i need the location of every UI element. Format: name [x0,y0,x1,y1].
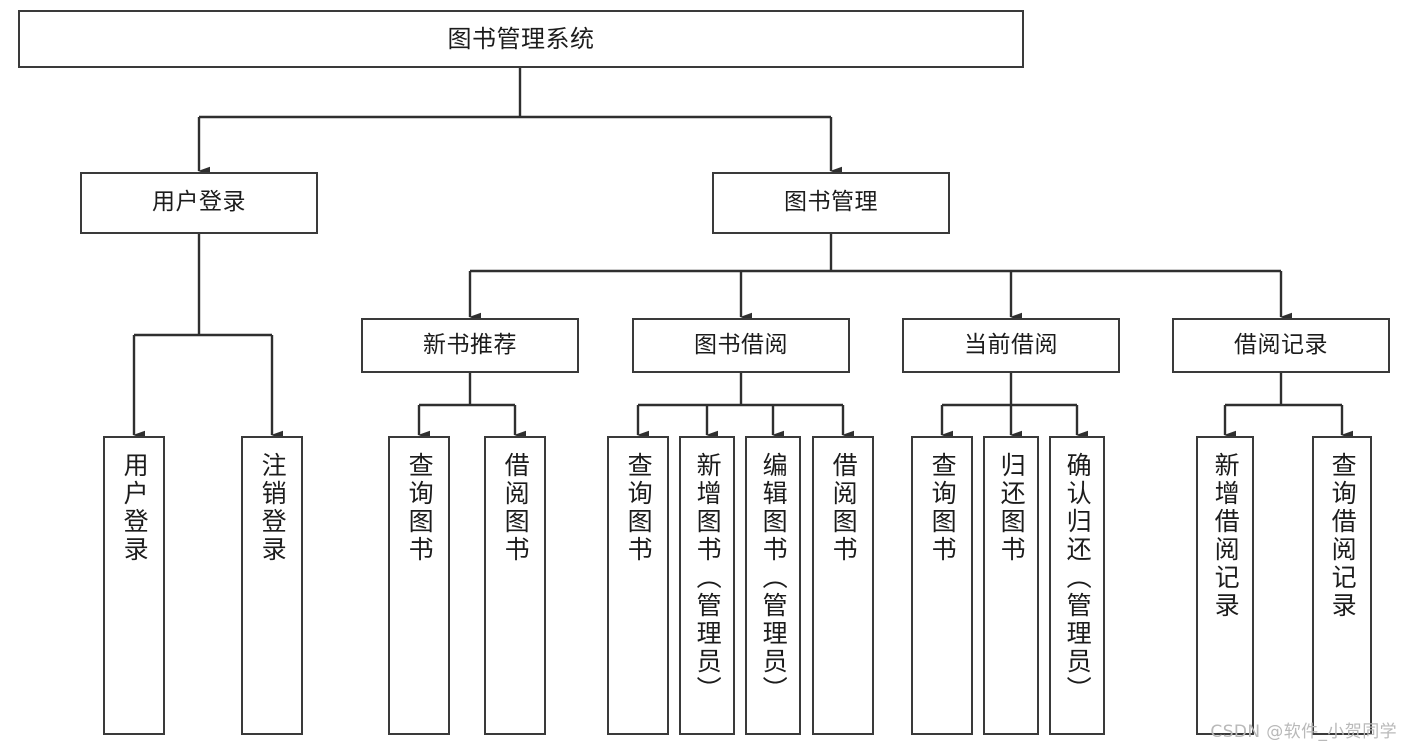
node-label: 新书推荐 [423,331,517,358]
node-current-borrow[interactable]: 当前借阅 [902,318,1120,373]
node-label: 图书借阅 [694,331,788,358]
node-leaf-query-book-2[interactable]: 查询图书 [607,436,669,735]
node-leaf-add-record[interactable]: 新增借阅记录 [1196,436,1254,735]
connector-paths [132,68,1353,440]
node-label: 新增图书（管理员） [693,452,723,704]
node-label: 归还图书 [997,452,1027,564]
node-new-book-recommend[interactable]: 新书推荐 [361,318,579,373]
node-borrow-record[interactable]: 借阅记录 [1172,318,1390,373]
node-leaf-borrow-book-2[interactable]: 借阅图书 [812,436,874,735]
node-label: 新增借阅记录 [1211,452,1241,620]
node-label: 图书管理 [784,189,878,216]
node-label: 查询借阅记录 [1328,452,1358,620]
node-leaf-return-book[interactable]: 归还图书 [983,436,1039,735]
node-label: 图书管理系统 [447,24,595,53]
node-leaf-add-book[interactable]: 新增图书（管理员） [679,436,735,735]
node-label: 查询图书 [928,452,958,564]
node-label: 借阅图书 [829,452,859,564]
node-leaf-query-book-3[interactable]: 查询图书 [911,436,973,735]
node-user-login[interactable]: 用户登录 [80,172,318,234]
node-leaf-query-record[interactable]: 查询借阅记录 [1312,436,1372,735]
node-root[interactable]: 图书管理系统 [18,10,1024,68]
node-label: 确认归还（管理员） [1063,452,1093,704]
node-book-borrow[interactable]: 图书借阅 [632,318,850,373]
csdn-watermark: CSDN @软件_小贺同学 [1210,722,1397,742]
node-book-manage[interactable]: 图书管理 [712,172,950,234]
node-label: 用户登录 [120,452,150,564]
node-label: 注销登录 [258,452,288,564]
node-label: 用户登录 [152,189,246,216]
node-leaf-edit-book[interactable]: 编辑图书（管理员） [745,436,801,735]
node-leaf-borrow-book-1[interactable]: 借阅图书 [484,436,546,735]
node-label: 借阅记录 [1234,331,1328,358]
node-leaf-query-book-1[interactable]: 查询图书 [388,436,450,735]
node-leaf-confirm-return[interactable]: 确认归还（管理员） [1049,436,1105,735]
node-label: 当前借阅 [964,331,1058,358]
node-label: 查询图书 [624,452,654,564]
node-label: 查询图书 [405,452,435,564]
node-label: 编辑图书（管理员） [759,452,789,704]
node-leaf-logout[interactable]: 注销登录 [241,436,303,735]
node-leaf-user-login[interactable]: 用户登录 [103,436,165,735]
node-label: 借阅图书 [501,452,531,564]
